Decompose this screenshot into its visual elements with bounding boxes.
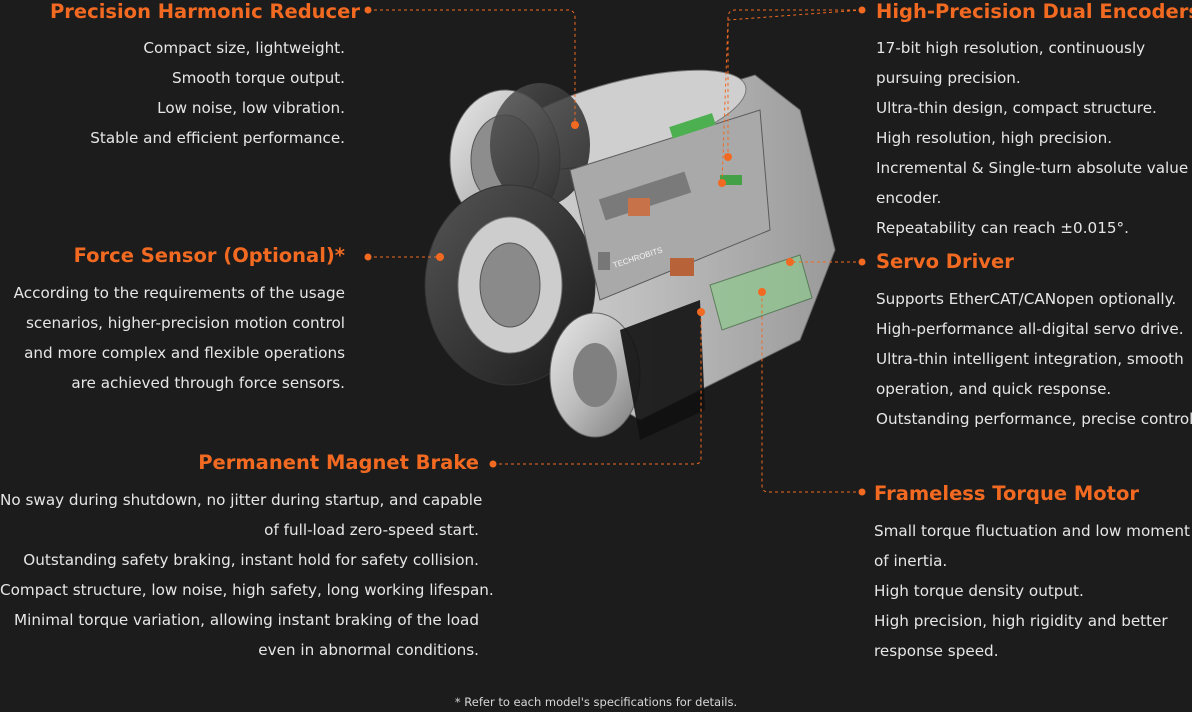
force-sensor-line: and more complex and flexible operations bbox=[24, 344, 345, 362]
motor-line: High torque density output. bbox=[874, 582, 1084, 600]
encoders-line: Incremental & Single-turn absolute value bbox=[876, 159, 1189, 177]
encoders-line: Repeatability can reach ±0.015°. bbox=[876, 219, 1129, 237]
reducer-line: Compact size, lightweight. bbox=[143, 39, 345, 57]
brake-line: Outstanding safety braking, instant hold… bbox=[23, 551, 479, 569]
encoders-line: pursuing precision. bbox=[876, 69, 1021, 87]
motor-line: Small torque fluctuation and low moment bbox=[874, 522, 1190, 540]
force-sensor-description: According to the requirements of the usa… bbox=[0, 278, 345, 398]
motor-line: of inertia. bbox=[874, 552, 948, 570]
encoders-title: High-Precision Dual Encoders bbox=[876, 0, 1192, 23]
reducer-line: Smooth torque output. bbox=[171, 69, 345, 87]
encoders-line: 17-bit high resolution, continuously bbox=[876, 39, 1146, 57]
driver-line: Outstanding performance, precise control… bbox=[876, 410, 1192, 428]
driver-line: operation, and quick response. bbox=[876, 380, 1112, 398]
brake-line: even in abnormal conditions. bbox=[258, 641, 479, 659]
brake-line: Minimal torque variation, allowing insta… bbox=[14, 611, 479, 629]
brake-line: No sway during shutdown, no jitter durin… bbox=[0, 491, 483, 509]
motor-line: response speed. bbox=[874, 642, 999, 660]
driver-line: Ultra-thin intelligent integration, smoo… bbox=[876, 350, 1184, 368]
reducer-title: Precision Harmonic Reducer bbox=[50, 0, 360, 23]
reducer-line: Stable and efficient performance. bbox=[90, 129, 345, 147]
driver-description: Supports EtherCAT/CANopen optionally. Hi… bbox=[876, 284, 1192, 434]
motor-line: High precision, high rigidity and better bbox=[874, 612, 1168, 630]
footnote: * Refer to each model's specifications f… bbox=[454, 695, 738, 709]
callout-leaders bbox=[368, 9, 863, 493]
force-sensor-title: Force Sensor (Optional)* bbox=[73, 244, 345, 267]
encoders-line: High resolution, high precision. bbox=[876, 129, 1113, 147]
driver-line: Supports EtherCAT/CANopen optionally. bbox=[876, 290, 1177, 308]
actuator-cutaway bbox=[424, 69, 836, 440]
brake-line: of full-load zero-speed start. bbox=[264, 521, 479, 539]
reducer-line: Low noise, low vibration. bbox=[157, 99, 345, 117]
encoders-line: encoder. bbox=[876, 189, 942, 207]
motor-description: Small torque fluctuation and low moment … bbox=[874, 516, 1190, 666]
brake-title: Permanent Magnet Brake bbox=[198, 451, 479, 474]
callout-dots bbox=[364, 6, 866, 496]
force-sensor-line: According to the requirements of the usa… bbox=[13, 284, 345, 302]
brake-description: No sway during shutdown, no jitter durin… bbox=[0, 485, 494, 665]
brake-line: Compact structure, low noise, high safet… bbox=[0, 581, 494, 599]
force-sensor-line: are achieved through force sensors. bbox=[71, 374, 345, 392]
encoders-line: Ultra-thin design, compact structure. bbox=[876, 99, 1157, 117]
motor-title: Frameless Torque Motor bbox=[874, 482, 1140, 505]
reducer-description: Compact size, lightweight. Smooth torque… bbox=[20, 33, 345, 153]
force-sensor-line: scenarios, higher-precision motion contr… bbox=[25, 314, 345, 332]
encoders-description: 17-bit high resolution, continuously pur… bbox=[876, 33, 1188, 243]
driver-title: Servo Driver bbox=[876, 250, 1014, 273]
driver-line: High-performance all-digital servo drive… bbox=[876, 320, 1184, 338]
